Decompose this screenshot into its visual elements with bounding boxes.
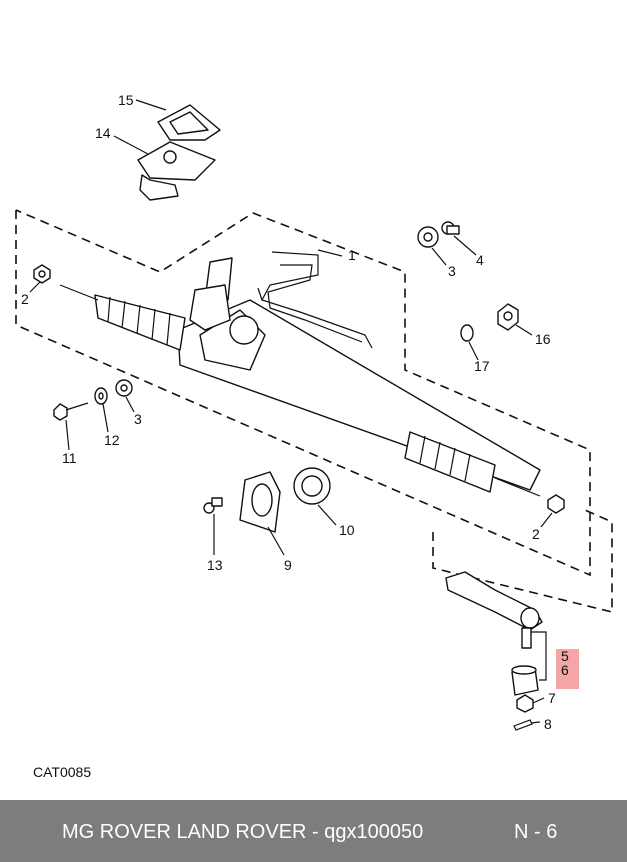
part-15-gasket bbox=[157, 104, 221, 141]
callout-15: 15 bbox=[118, 92, 134, 108]
part-2-nut-left bbox=[33, 264, 51, 284]
highlight-marker bbox=[556, 649, 579, 689]
callout-16: 16 bbox=[535, 331, 551, 347]
callout-2: 2 bbox=[21, 291, 29, 307]
callout-11: 11 bbox=[62, 450, 77, 466]
part-4-bolt bbox=[441, 221, 460, 235]
part-11-bolt bbox=[53, 402, 89, 421]
catalog-code: CAT0085 bbox=[33, 764, 92, 780]
fluid-pipes bbox=[257, 251, 373, 349]
right-bellows bbox=[404, 431, 541, 497]
part-17-o-ring bbox=[460, 324, 474, 342]
part-8-split-pin bbox=[513, 719, 533, 731]
callout-3: 3 bbox=[448, 263, 456, 279]
callout-5: 5 bbox=[561, 648, 569, 664]
callout-labels: 15 14 1 2 3 4 16 17 3 12 11 13 9 10 2 5 … bbox=[21, 92, 569, 732]
leader-lines bbox=[29, 99, 553, 724]
footer-bar: MG ROVER LAND ROVER - qgx100050 N - 6 bbox=[0, 800, 627, 862]
callout-9: 9 bbox=[284, 557, 292, 573]
callout-10: 10 bbox=[339, 522, 355, 538]
callout-2-right: 2 bbox=[532, 526, 540, 542]
callout-4: 4 bbox=[476, 252, 484, 268]
part-3-bush-lower bbox=[115, 379, 133, 397]
part-1-steering-rack bbox=[177, 257, 541, 491]
callout-12: 12 bbox=[104, 432, 120, 448]
part-6-boot bbox=[511, 665, 539, 696]
callout-7: 7 bbox=[548, 690, 556, 706]
part-7-nut bbox=[516, 694, 534, 713]
callout-13: 13 bbox=[207, 557, 223, 573]
callout-6: 6 bbox=[561, 662, 569, 678]
parts-diagram: 15 14 1 2 3 4 16 17 3 12 11 13 9 10 2 5 … bbox=[15, 92, 613, 732]
callout-8: 8 bbox=[544, 716, 552, 732]
callout-17: 17 bbox=[474, 358, 490, 374]
part-14-mounting bbox=[137, 141, 216, 201]
callout-14: 14 bbox=[95, 125, 111, 141]
part-2-nut-right bbox=[547, 494, 565, 514]
part-9-clamp bbox=[239, 471, 281, 533]
footer-title: MG ROVER LAND ROVER - qgx100050 bbox=[62, 821, 424, 843]
part-10-bush bbox=[293, 467, 331, 505]
part-16-nut bbox=[497, 303, 519, 331]
tie-rod-end-boundary bbox=[432, 509, 613, 614]
tie-rod-end bbox=[445, 571, 543, 649]
footer-page-number: N - 6 bbox=[514, 821, 558, 843]
callout-1: 1 bbox=[348, 247, 356, 263]
rack-assembly-boundary bbox=[15, 209, 591, 577]
part-3-bush-upper bbox=[417, 226, 439, 248]
left-bellows bbox=[59, 284, 186, 351]
part-13-bolt bbox=[203, 497, 223, 514]
callout-3-lower: 3 bbox=[134, 411, 142, 427]
part-12-washer bbox=[94, 387, 108, 405]
